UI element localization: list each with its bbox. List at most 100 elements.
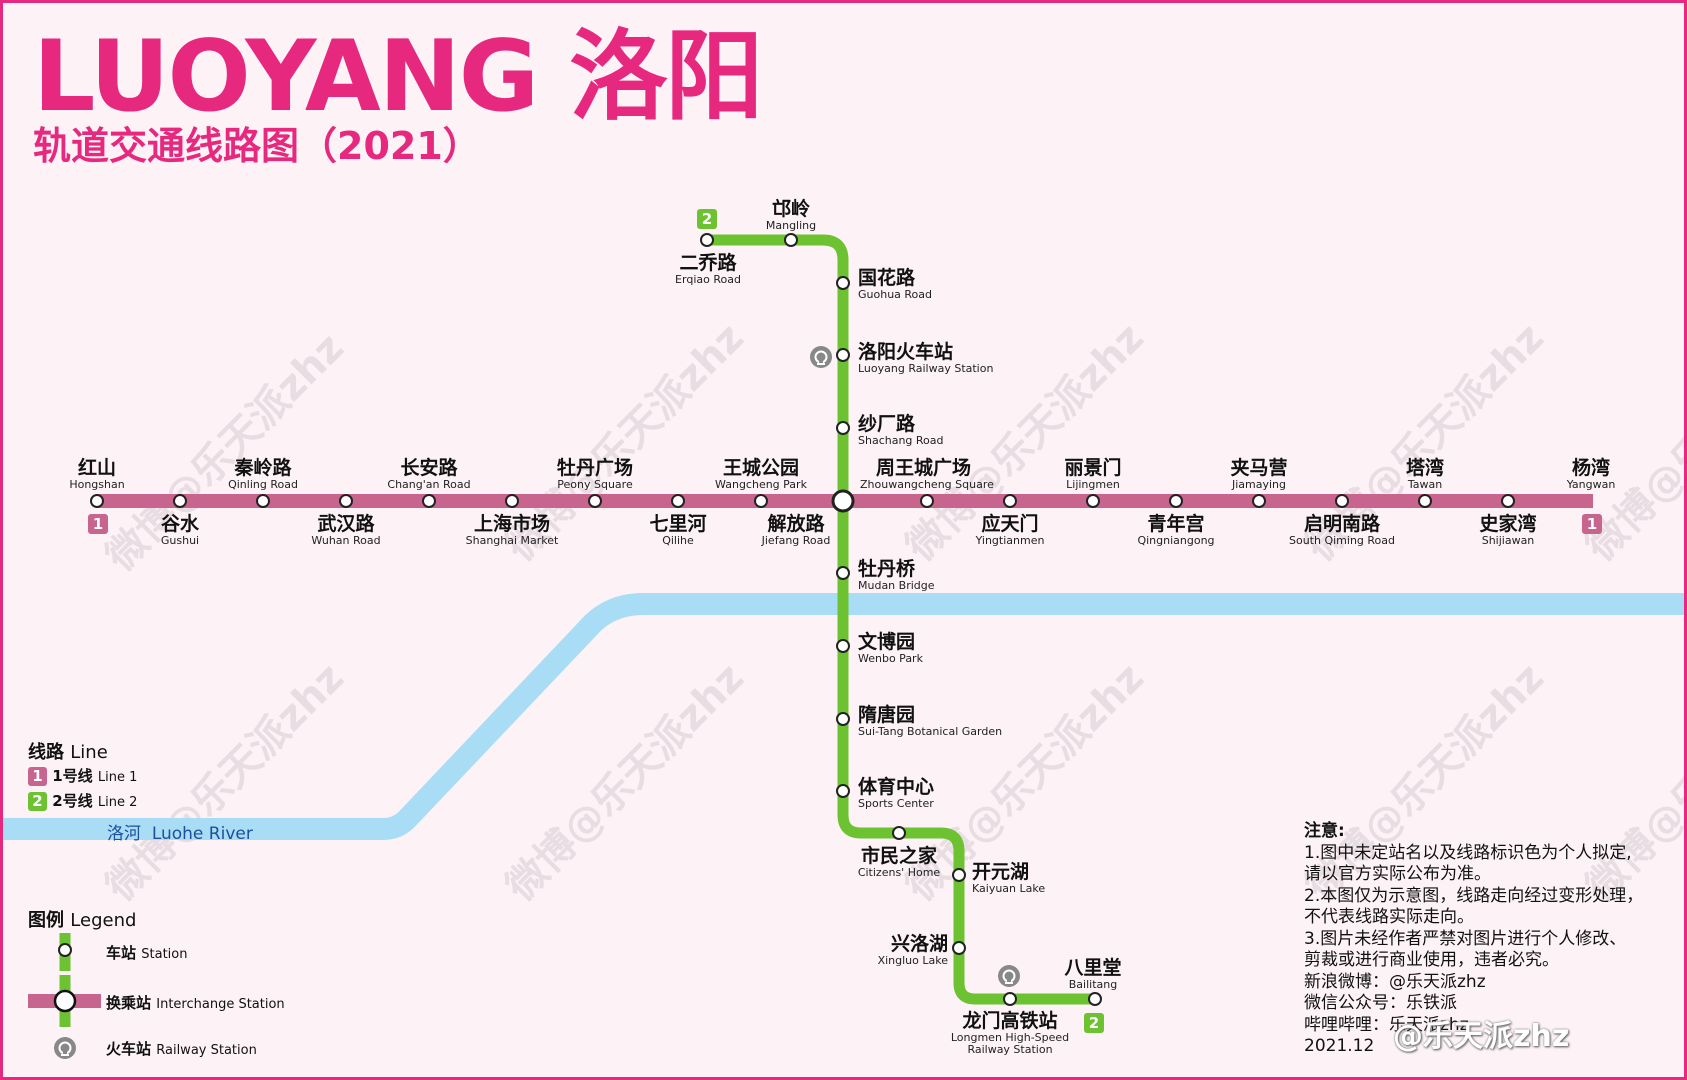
station-name-en: Sui-Tang Botanical Garden xyxy=(858,725,1003,738)
station-markers xyxy=(90,233,1515,1006)
station-name-zh: 纱厂路 xyxy=(858,413,916,435)
station-marker[interactable] xyxy=(671,494,685,508)
map-title-en: LUOYANG 洛阳 xyxy=(33,20,763,134)
legend-railway: 火车站 Railway Station xyxy=(106,1038,257,1059)
legend-interchange: 换乘站 Interchange Station xyxy=(106,992,285,1013)
note-bilibili: 哔哩哔哩：乐天派zhz xyxy=(1304,1014,1469,1035)
station-marker[interactable] xyxy=(920,494,934,508)
station-marker[interactable] xyxy=(256,494,270,508)
station-marker[interactable] xyxy=(90,494,104,508)
legend-station-en: Station xyxy=(141,947,188,962)
interchange-marker[interactable] xyxy=(831,489,855,513)
station-marker[interactable] xyxy=(1003,494,1017,508)
station-marker[interactable] xyxy=(836,712,850,726)
station-marker[interactable] xyxy=(700,233,714,247)
station-name-zh: 兴洛湖 xyxy=(890,933,948,955)
line1-legend-en: Line 1 xyxy=(97,770,138,785)
station-marker[interactable] xyxy=(836,566,850,580)
note-line: 1.图中未定站名以及线路标识色为个人拟定, xyxy=(1304,842,1632,863)
station-marker[interactable] xyxy=(1501,494,1515,508)
station-name-en: Peony Square xyxy=(557,478,633,491)
legend-station: 车站 Station xyxy=(106,942,187,963)
lines-legend-line1[interactable]: 1 1号线 Line 1 xyxy=(28,765,137,786)
station-name-en: Citizens' Home xyxy=(857,866,941,879)
station-marker[interactable] xyxy=(1086,494,1100,508)
station-marker[interactable] xyxy=(836,421,850,435)
station-marker[interactable] xyxy=(836,276,850,290)
station-name-en: Yingtianmen xyxy=(975,534,1045,547)
station-marker[interactable] xyxy=(836,784,850,798)
station-marker[interactable] xyxy=(892,826,906,840)
station-marker[interactable] xyxy=(339,494,353,508)
station-marker[interactable] xyxy=(1335,494,1349,508)
station-name-en: Shanghai Market xyxy=(465,534,559,547)
station-name-en: Luoyang Railway Station xyxy=(858,362,994,375)
station-marker[interactable] xyxy=(1418,494,1432,508)
station-name-en: Chang'an Road xyxy=(387,478,471,491)
station-marker[interactable] xyxy=(754,494,768,508)
station-marker[interactable] xyxy=(1088,992,1102,1006)
station-marker[interactable] xyxy=(784,233,798,247)
station-name-zh: 国花路 xyxy=(858,267,916,289)
station-name-zh: 王城公园 xyxy=(722,457,800,479)
station-name-en: Lijingmen xyxy=(1066,478,1120,491)
station-name-en: Yangwan xyxy=(1566,478,1616,491)
station-marker[interactable] xyxy=(1169,494,1183,508)
station-name-zh: 杨湾 xyxy=(1571,457,1611,479)
station-marker[interactable] xyxy=(422,494,436,508)
note-wechat: 微信公众号：乐铁派 xyxy=(1304,993,1457,1013)
station-name-en: Tawan xyxy=(1407,478,1443,491)
lines-legend-line2[interactable]: 2 2号线 Line 2 xyxy=(28,790,137,811)
station-name-en: Jiamaying xyxy=(1231,478,1287,491)
station-marker[interactable] xyxy=(173,494,187,508)
station-marker[interactable] xyxy=(588,494,602,508)
station-marker[interactable] xyxy=(1252,494,1266,508)
station-marker[interactable] xyxy=(836,639,850,653)
station-marker[interactable] xyxy=(1003,992,1017,1006)
station-name-zh: 武汉路 xyxy=(317,513,375,535)
legend-title-en: Legend xyxy=(70,910,137,931)
station-marker[interactable] xyxy=(952,941,966,955)
note-line: 3.图片未经作者严禁对图片进行个人修改、 xyxy=(1304,928,1627,949)
legend-station-marker xyxy=(58,943,72,957)
station-marker[interactable] xyxy=(836,348,850,362)
station-marker[interactable] xyxy=(505,494,519,508)
station-name-en: Mangling xyxy=(765,219,817,232)
station-name-zh: 周王城广场 xyxy=(876,457,972,479)
legend-interchange-en: Interchange Station xyxy=(156,997,285,1012)
station-marker[interactable] xyxy=(952,868,966,882)
